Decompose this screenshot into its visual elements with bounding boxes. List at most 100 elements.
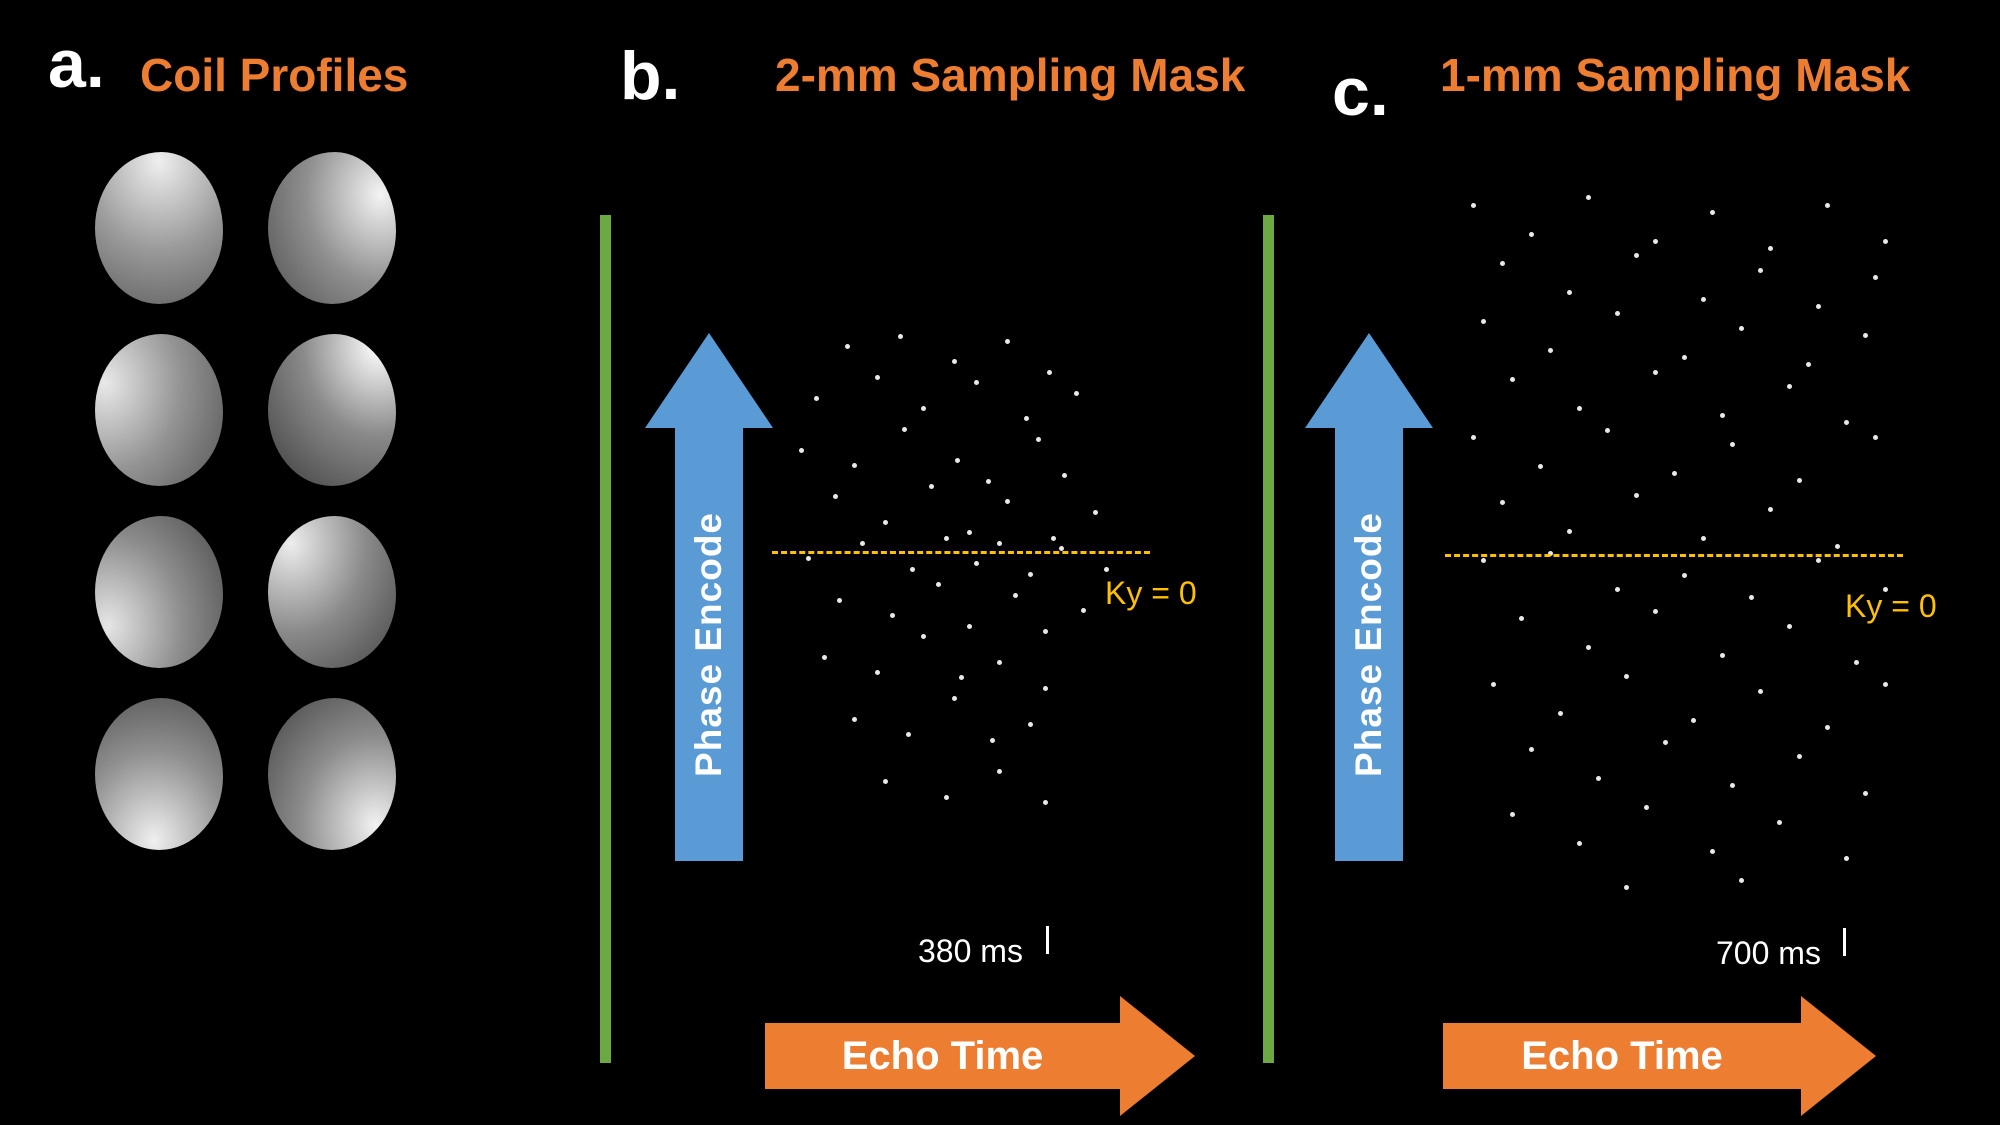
sample-dot [1777,819,1783,825]
sample-dot [1825,725,1831,731]
sample-dot [1471,202,1477,208]
sample-dot [1595,776,1601,782]
sample-dot [1062,473,1068,479]
sample-dot [1806,362,1812,368]
sample-dot [1825,202,1831,208]
panel-b-label: b. [620,38,681,114]
sample-dot [1710,848,1716,854]
time-tick-c [1843,928,1846,956]
sample-dot [1863,790,1869,796]
phase-encode-label-c: Phase Encode [1348,512,1389,777]
sample-dot [1633,253,1639,259]
sample-dot [974,561,980,567]
sample-dot [1872,275,1878,281]
sample-dot [951,696,957,702]
sample-dot [1614,311,1620,317]
arrow-right-head-icon [1120,996,1195,1116]
sample-dot [1653,609,1659,615]
ky-zero-line-b [772,551,1150,554]
sample-dot [1653,238,1659,244]
sample-dot [798,447,804,453]
sample-dot [997,659,1003,665]
sample-dot [852,463,858,469]
arrow-up-head-icon [1305,333,1433,428]
sample-dot [943,535,949,541]
panel-a-title: Coil Profiles [140,49,409,101]
sample-dot [1043,685,1049,691]
sample-dot [905,732,911,738]
sample-dot [1471,434,1477,440]
sample-dot [1547,551,1553,556]
sample-dot [898,333,904,339]
sample-dot [1729,442,1735,448]
sample-dot [1882,587,1888,593]
sample-dot [814,395,820,401]
arrow-up-shaft: Phase Encode [675,428,743,861]
arrow-right-shaft: Echo Time [765,1023,1120,1089]
sample-dot [1624,674,1630,680]
sample-dot [1720,652,1726,658]
coil-profile [268,516,396,668]
sample-dot [1633,492,1639,498]
sample-dot [1576,405,1582,411]
sample-dot [836,597,842,603]
sample-dot [1882,238,1888,244]
coil-profile [268,698,396,850]
sample-dot [1081,608,1087,614]
phase-encode-arrow-b: Phase Encode [645,333,773,861]
panel-c-title: 1-mm Sampling Mask [1440,49,1911,101]
sample-dot [1509,812,1515,818]
sample-dot [943,794,949,800]
sample-dot [1844,855,1850,861]
sample-dot [1024,416,1030,422]
sample-dot [1528,747,1534,753]
sample-dot [1700,536,1706,542]
sample-dot [955,457,961,463]
sample-dot [1796,478,1802,484]
coil-profile [95,152,223,304]
sample-dot [1005,338,1011,344]
sample-dot [1567,529,1573,535]
coil-profile [95,698,223,850]
sample-dot [1005,499,1011,505]
echo-time-value-c: 700 ms [1716,935,1821,971]
sample-dot [1700,296,1706,302]
echo-time-label-b: Echo Time [841,1033,1044,1078]
echo-time-arrow-c: Echo Time [1443,995,1876,1117]
panel-a-label: a. [48,26,105,102]
sample-dot [882,520,888,526]
coil-profile [95,516,223,668]
sample-dot [1720,413,1726,419]
sample-dot [821,654,827,660]
sample-dot [1092,509,1098,515]
sample-dot [1662,739,1668,745]
panel-b-title: 2-mm Sampling Mask [775,49,1246,101]
panel-b-green-divider [600,215,611,1063]
sample-dot [875,374,881,380]
panel-c-green-divider [1263,215,1274,1063]
sample-dot [1104,566,1110,572]
ky-zero-line-c [1445,554,1903,557]
sample-dot [1500,260,1506,266]
sample-dot [1586,645,1592,651]
sample-dot [936,582,942,588]
sample-dot [959,675,965,681]
sample-dot [1844,420,1850,426]
sample-dot [997,540,1003,546]
sample-dot [1681,354,1687,360]
coil-profile [268,334,396,486]
sample-dot [1710,209,1716,215]
sample-dot [1786,623,1792,629]
sample-dot [1758,267,1764,273]
sample-dot [1027,722,1033,728]
sample-dot [1863,333,1869,339]
sample-dot [966,530,972,536]
arrow-up-shaft: Phase Encode [1335,428,1403,861]
sample-dot [1872,434,1878,440]
sample-dot [875,670,881,676]
sample-dot [1729,783,1735,789]
sample-dot [1547,347,1553,353]
sample-dot [909,566,915,572]
echo-time-label-c: Echo Time [1521,1033,1723,1078]
sample-dot [852,716,858,722]
